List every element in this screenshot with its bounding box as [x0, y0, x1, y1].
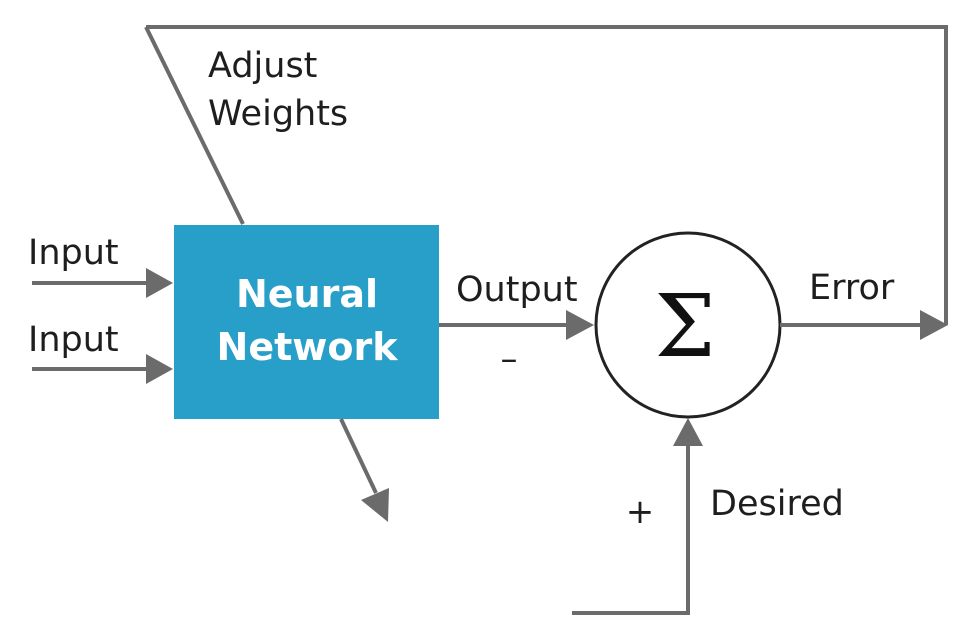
desired-label: Desired: [710, 484, 844, 524]
minus-sign: –: [501, 339, 518, 379]
weights-out-arrow-head: [361, 488, 389, 522]
output-label: Output: [456, 270, 578, 310]
adjust-weights-line: [144, 26, 245, 225]
output-arrow-head: [566, 310, 594, 340]
network-label-line-1: Neural: [236, 272, 378, 316]
adjust-weights-label-line-2: Weights: [208, 94, 348, 134]
weights-out-arrow-line: [339, 418, 378, 494]
network-label-line-2: Network: [217, 325, 399, 369]
plus-sign: +: [626, 492, 655, 532]
input-label-2: Input: [28, 320, 119, 360]
input-arrow-1-head: [146, 268, 173, 298]
desired-arrow-line: [572, 440, 690, 615]
error-label: Error: [809, 268, 895, 308]
input-arrow-2-head: [146, 354, 173, 384]
neural-network-box: [174, 225, 439, 419]
input-label-1: Input: [28, 233, 119, 273]
desired-arrow-head: [673, 418, 703, 446]
adjust-weights-label-line-1: Adjust: [208, 46, 317, 86]
summation-symbol: Σ: [655, 277, 716, 377]
error-arrow-head: [920, 310, 948, 340]
feedback-loop-line: [146, 25, 948, 325]
